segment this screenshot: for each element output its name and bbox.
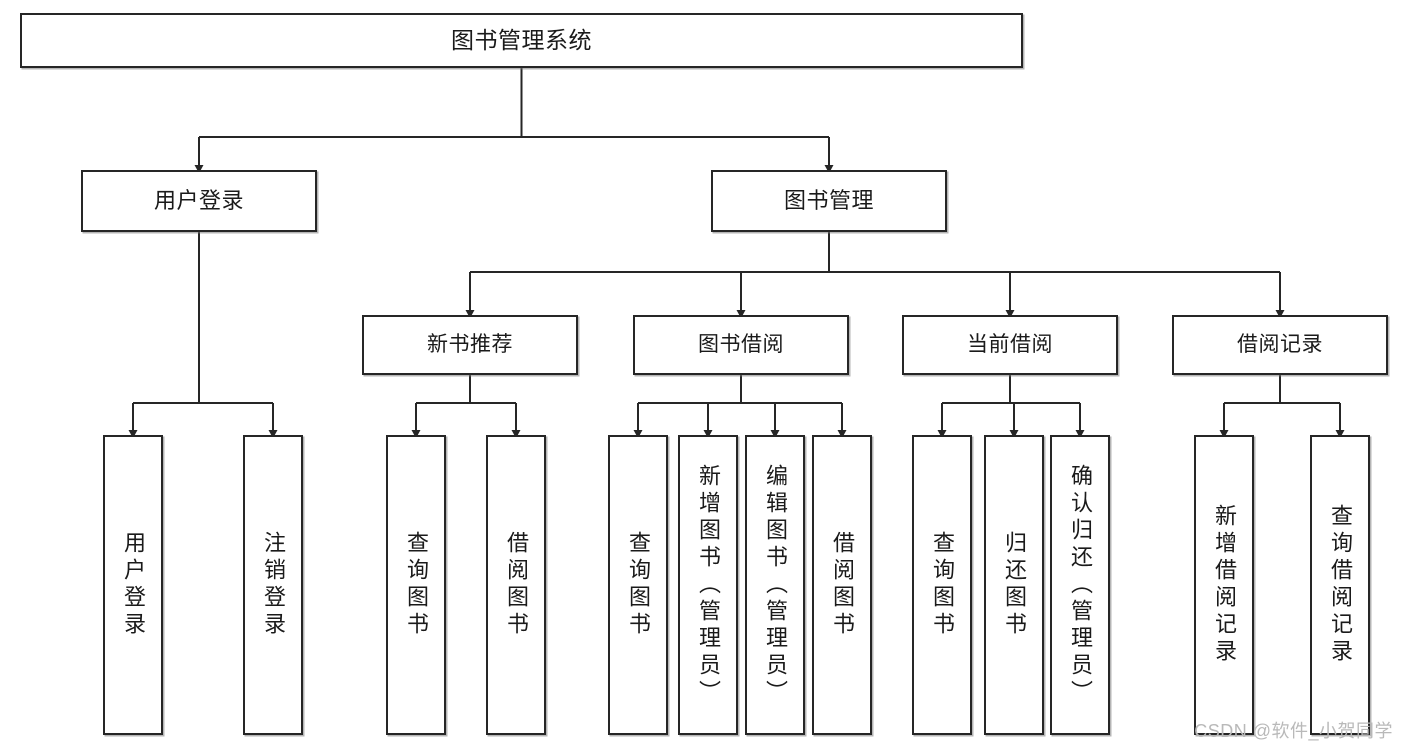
node-label-root: 图书管理系统: [451, 26, 592, 53]
node-box-records[interactable]: 借阅记录: [1172, 315, 1388, 375]
node-label-b3: 编辑图书（管理员）: [763, 463, 788, 707]
node-label-c3: 确认归还（管理员）: [1068, 463, 1093, 707]
connector-lines: [128, 68, 1345, 439]
node-label-n2: 借阅图书: [504, 531, 529, 639]
node-label-bookmgmt: 图书管理: [783, 188, 874, 214]
node-label-c1: 查询图书: [930, 531, 955, 639]
node-box-r1[interactable]: 新增借阅记录: [1194, 435, 1254, 735]
node-label-b1: 查询图书: [626, 531, 651, 639]
node-box-b3[interactable]: 编辑图书（管理员）: [745, 435, 805, 735]
node-label-login: 用户登录: [153, 188, 244, 214]
node-box-l1[interactable]: 用户登录: [103, 435, 163, 735]
node-label-c2: 归还图书: [1002, 531, 1027, 639]
node-box-b2[interactable]: 新增图书（管理员）: [678, 435, 738, 735]
node-label-borrow: 图书借阅: [698, 332, 784, 356]
node-label-l2: 注销登录: [261, 531, 286, 639]
node-box-root[interactable]: 图书管理系统: [20, 13, 1023, 68]
node-box-current[interactable]: 当前借阅: [902, 315, 1118, 375]
node-box-l2[interactable]: 注销登录: [243, 435, 303, 735]
node-label-b4: 借阅图书: [830, 531, 855, 639]
node-box-r2[interactable]: 查询借阅记录: [1310, 435, 1370, 735]
node-box-n2[interactable]: 借阅图书: [486, 435, 546, 735]
node-label-n1: 查询图书: [404, 531, 429, 639]
node-label-records: 借阅记录: [1237, 332, 1323, 356]
node-box-c1[interactable]: 查询图书: [912, 435, 972, 735]
node-label-r1: 新增借阅记录: [1212, 504, 1237, 666]
node-box-c3[interactable]: 确认归还（管理员）: [1050, 435, 1110, 735]
node-box-b1[interactable]: 查询图书: [608, 435, 668, 735]
node-box-newbook[interactable]: 新书推荐: [362, 315, 578, 375]
node-box-login[interactable]: 用户登录: [81, 170, 317, 232]
node-box-bookmgmt[interactable]: 图书管理: [711, 170, 947, 232]
node-label-b2: 新增图书（管理员）: [696, 463, 721, 707]
node-box-n1[interactable]: 查询图书: [386, 435, 446, 735]
node-label-current: 当前借阅: [967, 332, 1053, 356]
node-box-c2[interactable]: 归还图书: [984, 435, 1044, 735]
node-label-l1: 用户登录: [121, 531, 146, 639]
node-label-newbook: 新书推荐: [427, 332, 513, 356]
node-box-borrow[interactable]: 图书借阅: [633, 315, 849, 375]
node-box-b4[interactable]: 借阅图书: [812, 435, 872, 735]
node-label-r2: 查询借阅记录: [1328, 504, 1353, 666]
